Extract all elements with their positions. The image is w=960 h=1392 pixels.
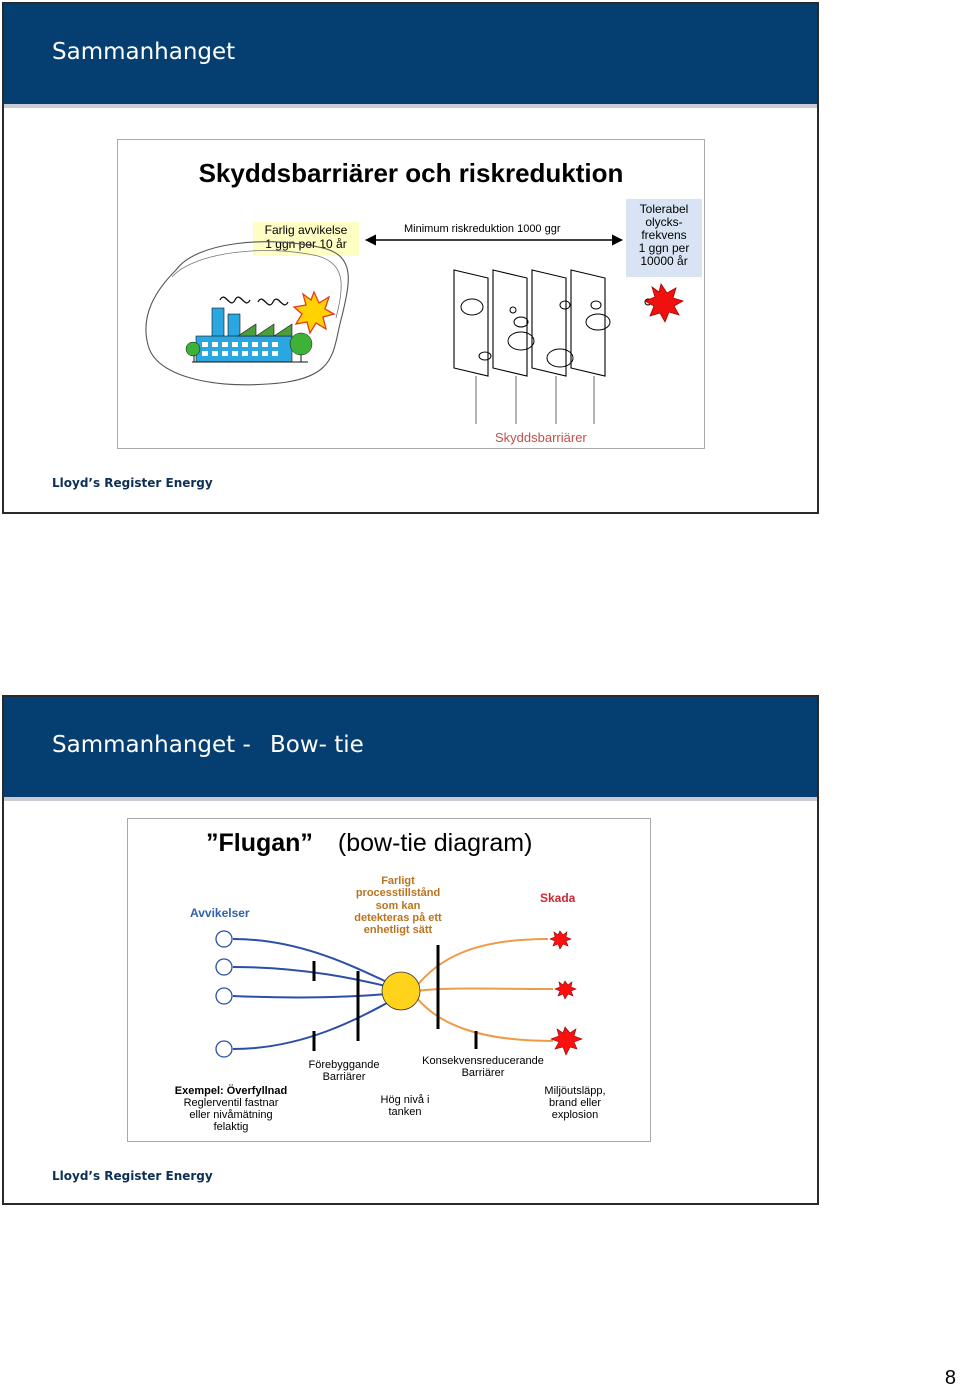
damage-burst-icon	[549, 930, 572, 950]
avvikelser-label: Avvikelser	[190, 906, 250, 920]
hazard-blob	[145, 241, 349, 386]
tolerable-text: Tolerabel olycks- frekvens 1 ggn per 100…	[638, 202, 690, 268]
slide-1: Sammanhanget Skyddsbarriärer och riskred…	[2, 2, 819, 514]
barrier-illustration	[145, 234, 685, 424]
slide-title-part2: Bow- tie	[270, 732, 364, 758]
damage-burst-icon	[554, 980, 577, 1000]
slide-header: Sammanhanget - Bow- tie	[4, 697, 817, 801]
bowtie-diagram	[215, 930, 583, 1058]
outcome-label: Miljöutsläpp, brand eller explosion	[544, 1085, 606, 1122]
top-event-label: Hög nivå i tanken	[380, 1094, 430, 1119]
bowtie-title: ”Flugan” (bow-tie diagram)	[206, 829, 533, 857]
deviation-circles	[215, 930, 233, 1058]
skada-label: Skada	[540, 891, 576, 905]
barrier-panels	[453, 269, 606, 377]
content-title: Skyddsbarriärer och riskreduktion	[198, 158, 624, 188]
consequence-label: Konsekvensreducerande Barriärer	[422, 1055, 544, 1080]
factory-icon	[185, 307, 313, 363]
yellow-burst-icon	[292, 290, 336, 335]
preventive-barriers	[312, 961, 360, 1051]
slide-title: Sammanhanget	[52, 39, 236, 65]
damage-burst-icon	[550, 1026, 583, 1056]
hazard-text: Farlig avvikelse 1 ggn per 10 år	[264, 223, 348, 251]
consequence-barriers	[436, 945, 478, 1049]
top-event-description: Farligt processtillstånd som kan detekte…	[354, 875, 442, 937]
footer: Lloyd’s Register Energy	[52, 1169, 213, 1183]
top-event-icon	[381, 971, 421, 1011]
barriers-label: Skyddsbarriärer	[495, 430, 587, 445]
footer: Lloyd’s Register Energy	[52, 476, 213, 490]
slide-header: Sammanhanget	[4, 4, 817, 108]
bowtie-box: ”Flugan” (bow-tie diagram) Avvikelser Fa…	[127, 818, 651, 1142]
slide-title-part1: Sammanhanget -	[52, 732, 251, 758]
consequence-lines	[415, 938, 554, 1042]
preventive-label: Förebyggande Barriärer	[308, 1059, 380, 1084]
reduction-label: Minimum riskreduktion 1000 ggr	[404, 223, 561, 235]
page-number: 8	[944, 1367, 956, 1389]
tolerable-box	[626, 199, 702, 277]
content-box: Skyddsbarriärer och riskreduktion Farlig…	[117, 139, 705, 449]
example-text: Exempel: Överfyllnad Reglerventil fastna…	[174, 1085, 288, 1134]
slide-2: Sammanhanget - Bow- tie ”Flugan” (bow-ti…	[2, 695, 819, 1205]
red-burst-icon	[644, 283, 685, 323]
